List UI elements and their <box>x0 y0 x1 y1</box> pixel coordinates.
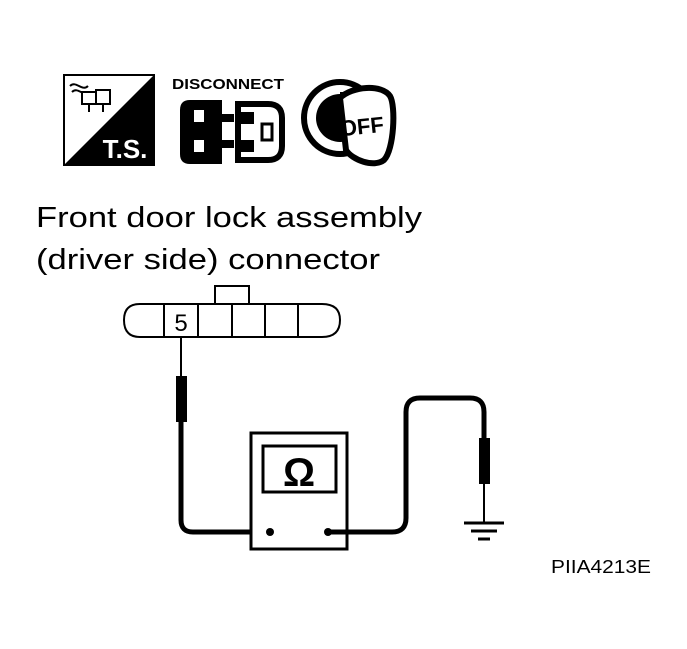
connector-title-line2: (driver side) connector <box>36 244 380 276</box>
ignition-key-off-icon: OFF <box>301 79 397 167</box>
ohm-symbol: Ω <box>283 451 315 495</box>
probe-lead-terminal <box>176 337 270 535</box>
meter-terminal-left <box>266 528 274 536</box>
ohmmeter: Ω <box>249 431 349 551</box>
figure-id: PIIA4213E <box>551 557 651 577</box>
ts-icon: T.S. <box>63 74 155 166</box>
terminal-number: 5 <box>174 310 187 337</box>
disconnect-label: DISCONNECT <box>172 76 284 93</box>
connector-face <box>122 285 342 338</box>
connector-title-line1: Front door lock assembly <box>36 202 423 234</box>
ts-label: T.S. <box>103 134 148 164</box>
off-label: OFF <box>339 112 385 141</box>
probe-lead-ground <box>328 395 490 535</box>
ground-icon <box>464 521 504 541</box>
disconnect-icon: DISCONNECT <box>172 76 285 164</box>
